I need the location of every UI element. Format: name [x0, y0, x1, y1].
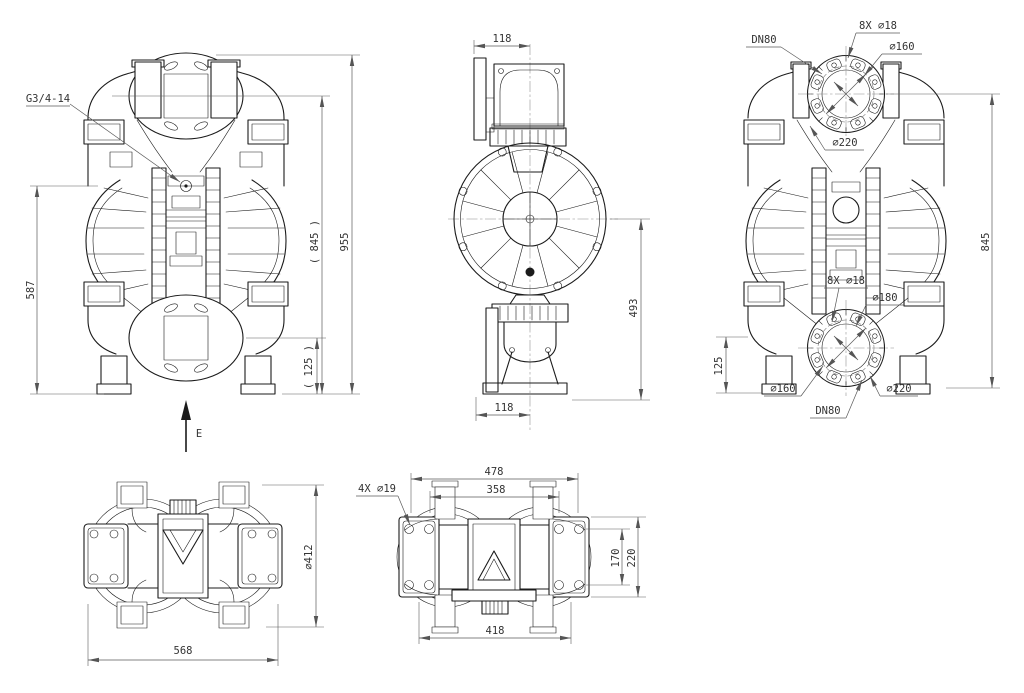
rear-dim-125: 125	[713, 336, 762, 394]
direction-arrowhead	[181, 400, 191, 420]
side-dim-118-bottom: 118	[475, 397, 530, 421]
bottom-view: 4X ∅19 478 358 170 220 418	[356, 466, 646, 644]
bottom-dim-478-label: 478	[485, 466, 504, 478]
rear-top-flange-callouts: DN80 8X ∅18 ∅160 ∅220	[746, 20, 922, 151]
rear-dim-845-label: 845	[980, 233, 992, 252]
bottom-dim-170-label: 170	[610, 549, 622, 568]
front-dim-125: ( 125 )	[246, 337, 326, 394]
front-air-inlet-callout: G3/4-14	[26, 93, 181, 183]
bottom-dim-358-label: 358	[487, 484, 506, 496]
side-dim-493: 493	[572, 218, 650, 401]
rear-top-boltholes-label: 8X ∅18	[859, 20, 897, 32]
front-dim-587-label: 587	[25, 281, 37, 300]
front-dim-587: 587	[25, 185, 104, 395]
bottom-dim-170: 170	[586, 528, 630, 586]
rear-bottom-raisedface-label: ∅180	[872, 292, 897, 304]
view-direction-label: E	[196, 428, 202, 440]
bottom-dim-358: 358	[429, 484, 560, 513]
bottom-dim-418: 418	[418, 602, 572, 644]
side-dim-118-bottom-label: 118	[495, 402, 514, 414]
side-dim-493-label: 493	[628, 299, 640, 318]
bottom-dim-418-label: 418	[486, 625, 505, 637]
side-dim-118-top: 118	[473, 33, 530, 54]
top-view: ∅412 568	[83, 481, 324, 666]
rear-top-od-label: ∅220	[832, 137, 857, 149]
top-dim-568: 568	[87, 604, 279, 666]
bottom-view-body	[396, 480, 592, 634]
side-view-body	[448, 44, 618, 432]
rear-dim-845: 845	[886, 93, 1000, 389]
bottom-dim-220: 220	[591, 516, 646, 598]
top-dim-568-label: 568	[174, 645, 193, 657]
rear-bottom-flange-callouts: 8X ∅18 ∅180 ∅160 ∅220 DN80	[764, 275, 918, 419]
rear-top-dn80-label: DN80	[751, 34, 776, 46]
rear-bottom-boltcircle-label: ∅160	[770, 383, 795, 395]
rear-bottom-od-label: ∅220	[886, 383, 911, 395]
front-dim-845-955: ( 845 ) 955	[112, 54, 360, 395]
rear-view-body	[743, 61, 947, 395]
rear-dim-125-label: 125	[713, 357, 725, 376]
front-dim-955-label: 955	[339, 233, 351, 252]
front-air-inlet-label: G3/4-14	[26, 93, 70, 105]
front-dim-845-label: ( 845 )	[309, 220, 321, 264]
rear-bottom-dn80-label: DN80	[815, 405, 840, 417]
bottom-boltholes-callout: 4X ∅19	[356, 483, 411, 526]
rear-bottom-boltholes-label: 8X ∅18	[827, 275, 865, 287]
view-direction-arrow: E	[181, 400, 202, 452]
rear-bottom-flange	[798, 300, 894, 396]
top-dim-412-label: ∅412	[303, 544, 315, 569]
front-dim-125-label: ( 125 )	[303, 345, 315, 389]
front-view: G3/4-14 587 ( 845 ) 955 ( 125 ) E	[25, 52, 360, 452]
bottom-dim-478: 478	[410, 466, 579, 513]
rear-top-flange	[798, 46, 894, 142]
side-dim-118-top-label: 118	[493, 33, 512, 45]
top-dim-412: ∅412	[262, 484, 324, 628]
rear-top-boltcircle-label: ∅160	[889, 41, 914, 53]
side-view: 118 118 493	[448, 33, 650, 432]
rear-view: DN80 8X ∅18 ∅160 ∅220 8X ∅18 ∅180 ∅160 ∅…	[713, 20, 1000, 419]
top-view-body	[83, 481, 283, 629]
bottom-dim-220-label: 220	[626, 549, 638, 568]
bottom-boltholes-label: 4X ∅19	[358, 483, 396, 495]
front-view-body	[83, 52, 289, 395]
